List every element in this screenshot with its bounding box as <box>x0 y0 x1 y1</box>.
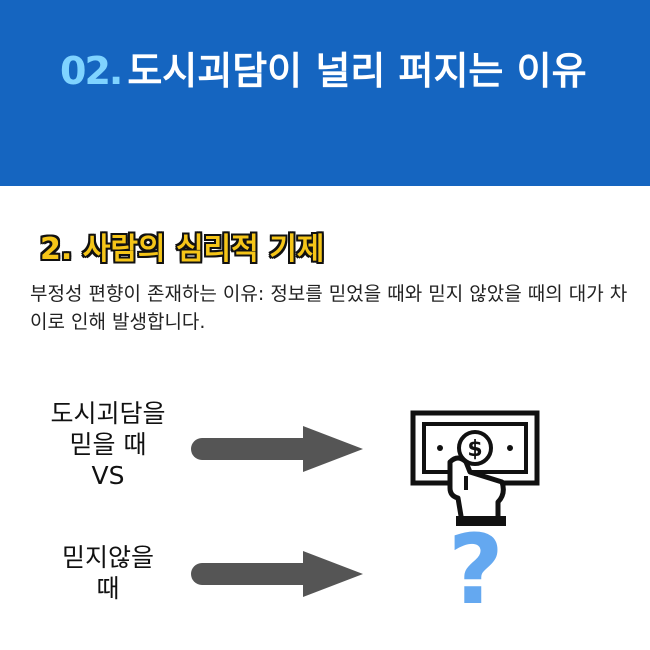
disbelieve-line-2: 때 <box>96 574 120 603</box>
dollar-symbol: $ <box>467 437 482 462</box>
disbelieve-line-1: 믿지않을 <box>61 543 154 572</box>
section-title: 2. 사람의 심리적 기제 <box>40 232 325 267</box>
believe-line-1: 도시괴담을 <box>50 399 166 428</box>
page-title: 02.도시괴담이 널리 퍼지는 이유 <box>60 48 620 94</box>
believe-label: 도시괴담을 믿을 때 VS <box>28 398 188 491</box>
page-title-text: 도시괴담이 널리 퍼지는 이유 <box>127 49 587 93</box>
arrow-right-icon <box>191 426 363 472</box>
vs-label: VS <box>91 461 125 490</box>
section-description: 부정성 편향이 존재하는 이유: 정보를 믿었을 때와 믿지 않았을 때의 대가… <box>30 283 628 333</box>
question-mark-icon: ? <box>448 514 504 626</box>
header-banner: 02.도시괴담이 널리 퍼지는 이유 <box>0 0 650 186</box>
money-hand-icon: $ <box>410 410 540 526</box>
section-number: 02. <box>60 49 123 93</box>
disbelieve-label: 믿지않을 때 <box>28 542 188 604</box>
arrow-right-icon <box>191 551 363 597</box>
believe-line-2: 믿을 때 <box>69 430 147 459</box>
